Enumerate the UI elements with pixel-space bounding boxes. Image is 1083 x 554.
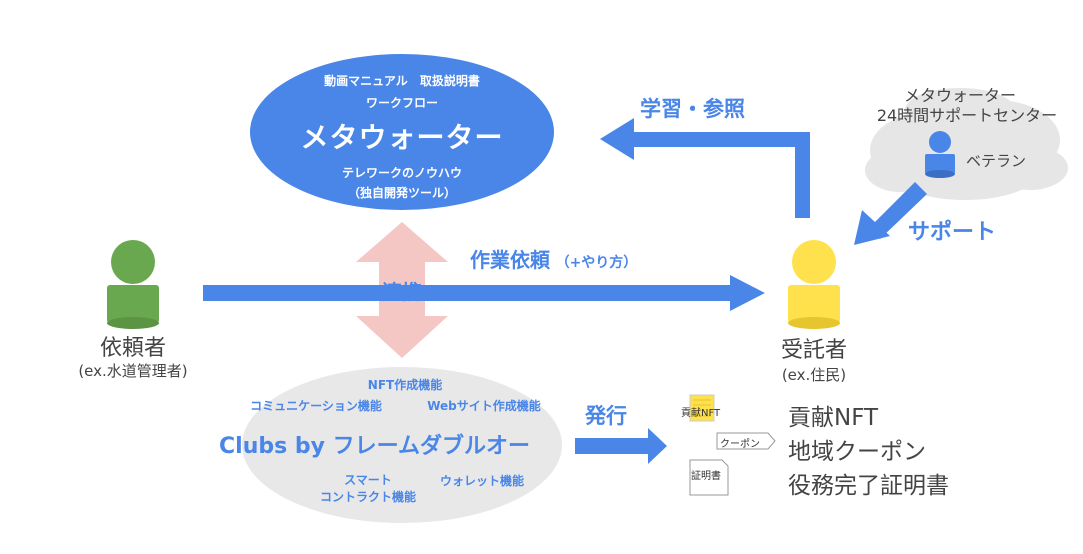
requester-example: (ex.水道管理者) xyxy=(78,362,188,380)
support-center-line1: メタウォーター xyxy=(903,86,1016,105)
learn-arrow xyxy=(600,118,810,218)
clubs-feature-nft: NFT作成機能 xyxy=(367,378,443,392)
metawater-line4: （独自開発ツール） xyxy=(347,186,456,200)
metawater-ellipse xyxy=(250,54,554,210)
certificate-icon-label: 証明書 xyxy=(691,471,721,482)
nft-doc-icon-label: 貢献NFT xyxy=(681,408,721,419)
contractor-person-icon xyxy=(788,240,840,329)
clubs-ellipse xyxy=(242,367,562,523)
clubs-feature-smart: スマート xyxy=(344,473,392,487)
requester-name: 依頼者 xyxy=(99,336,166,361)
issued-item-certificate: 役務完了証明書 xyxy=(788,473,949,499)
request-arrow xyxy=(203,275,765,311)
request-label-suffix: （+やり方） xyxy=(555,255,638,271)
metawater-title: メタウォーター xyxy=(300,121,504,154)
issued-item-nft: 貢献NFT xyxy=(788,405,879,431)
support-center-line2: 24時間サポートセンター xyxy=(876,106,1058,125)
clubs-feature-wallet: ウォレット機能 xyxy=(439,474,524,488)
nft-doc-icon xyxy=(689,394,715,422)
metawater-line3: テレワークのノウハウ xyxy=(341,166,462,180)
metawater-line2: ワークフロー xyxy=(365,96,438,110)
veteran-label: ベテラン xyxy=(966,152,1027,170)
requester-person-icon xyxy=(107,240,159,329)
contractor-example: (ex.住民) xyxy=(781,366,847,384)
learn-label: 学習・参照 xyxy=(640,97,745,121)
support-arrow xyxy=(854,182,927,245)
renkei-label: 連携 xyxy=(382,280,422,304)
clubs-feature-communication: コミュニケーション機能 xyxy=(250,399,382,413)
request-label: 作業依頼 （+やり方） xyxy=(470,244,637,273)
coupon-icon-label: クーポン xyxy=(720,439,760,450)
support-label: サポート xyxy=(908,220,997,245)
metawater-line1: 動画マニュアル 取扱説明書 xyxy=(324,74,480,88)
issue-label: 発行 xyxy=(585,404,627,428)
contractor-name: 受託者 xyxy=(780,338,847,363)
issue-arrow xyxy=(575,428,667,464)
veteran-person-icon xyxy=(925,131,955,178)
clubs-feature-website: Webサイト作成機能 xyxy=(427,399,541,413)
coupon-icon xyxy=(716,432,776,450)
support-cloud xyxy=(865,88,1068,200)
issued-item-coupon: 地域クーポン xyxy=(788,439,926,465)
certificate-icon xyxy=(689,459,729,496)
request-label-main: 作業依頼 xyxy=(470,248,550,272)
clubs-feature-contract: コントラクト機能 xyxy=(319,490,416,504)
clubs-title: Clubs by フレームダブルオー xyxy=(219,434,530,459)
